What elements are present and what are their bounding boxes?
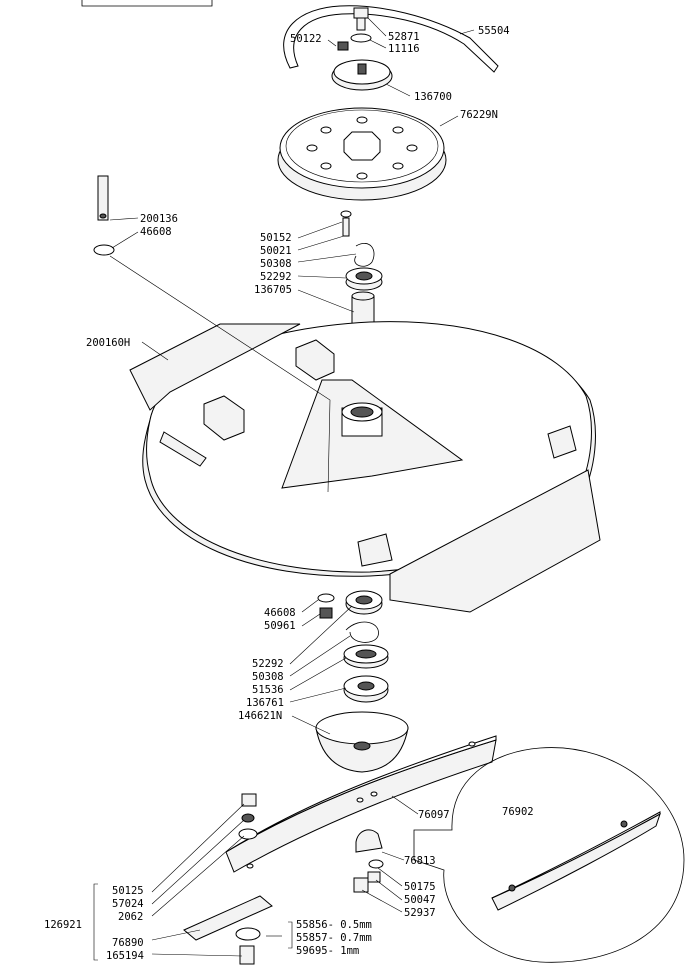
label-76890: 76890 xyxy=(112,937,144,949)
label-50308-bottom: 50308 xyxy=(252,671,284,683)
label-76813: 76813 xyxy=(404,855,436,867)
label-46608-top: 46608 xyxy=(140,226,172,238)
label-55504: 55504 xyxy=(478,25,510,37)
label-55857: 55857- 0.7mm xyxy=(296,932,372,944)
label-50961: 50961 xyxy=(264,620,296,632)
label-52871: 52871 xyxy=(388,31,420,43)
label-200160H: 200160H xyxy=(86,337,130,349)
label-76902: 76902 xyxy=(502,806,534,818)
label-200136: 200136 xyxy=(140,213,178,225)
label-50047: 50047 xyxy=(404,894,436,906)
label-46608-bottom: 46608 xyxy=(264,607,296,619)
label-50122: 50122 xyxy=(290,33,322,45)
leader-lines xyxy=(93,17,475,961)
label-50152: 50152 xyxy=(260,232,292,244)
detail-inset xyxy=(413,747,685,963)
label-11116: 11116 xyxy=(388,43,420,55)
mower-deck xyxy=(129,321,601,613)
frame-corner xyxy=(81,0,213,7)
label-52292-top: 52292 xyxy=(260,271,292,283)
lower-spindle-parts xyxy=(317,590,389,703)
blade-hardware xyxy=(183,793,384,965)
pulley xyxy=(277,107,447,201)
label-55856: 55856- 0.5mm xyxy=(296,919,372,931)
blade-cup xyxy=(315,711,409,773)
label-50125: 50125 xyxy=(112,885,144,897)
label-59695: 59695- 1mm xyxy=(296,945,359,957)
label-57024: 57024 xyxy=(112,898,144,910)
label-136700: 136700 xyxy=(414,91,452,103)
label-50175: 50175 xyxy=(404,881,436,893)
label-136761: 136761 xyxy=(246,697,284,709)
label-146621N: 146621N xyxy=(238,710,282,722)
label-50308-top: 50308 xyxy=(260,258,292,270)
label-76229N: 76229N xyxy=(460,109,498,121)
label-165194: 165194 xyxy=(106,950,144,962)
label-51536: 51536 xyxy=(252,684,284,696)
pin xyxy=(93,175,115,256)
label-126921: 126921 xyxy=(44,919,82,931)
label-76097: 76097 xyxy=(418,809,450,821)
top-bolt xyxy=(337,7,372,51)
label-52937: 52937 xyxy=(404,907,436,919)
hub-flange xyxy=(331,59,393,91)
label-52292-bottom: 52292 xyxy=(252,658,284,670)
belt xyxy=(283,5,499,73)
label-2062: 2062 xyxy=(118,911,143,923)
blade xyxy=(225,735,497,873)
label-50021: 50021 xyxy=(260,245,292,257)
label-136705: 136705 xyxy=(254,284,292,296)
